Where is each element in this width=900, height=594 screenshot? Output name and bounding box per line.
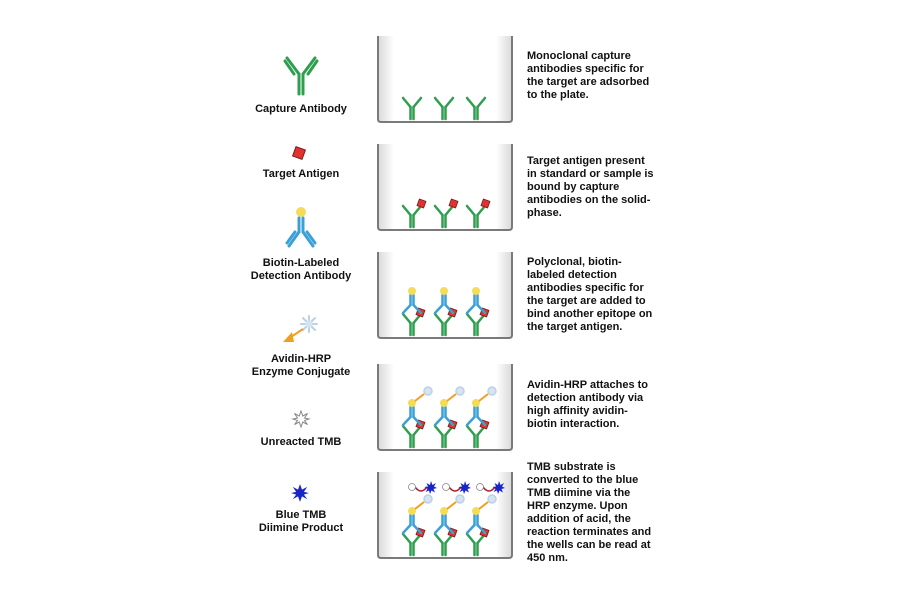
well-step-2	[377, 144, 513, 231]
well-step-1	[377, 36, 513, 123]
legend-capture-antibody-label: Capture Antibody	[255, 103, 347, 115]
step-2-text: Target antigen present in standard or sa…	[527, 155, 654, 219]
legend-blue-tmb-label: Blue TMB Diimine Product	[258, 509, 344, 534]
well-step-5	[377, 472, 513, 559]
step-4-text: Avidin-HRP attaches to detection antibod…	[527, 379, 649, 430]
capture-antibodies	[401, 96, 487, 121]
step-1-text: Monoclonal capture antibodies specific f…	[527, 50, 650, 101]
step-5-text: TMB substrate is converted to the blue T…	[527, 461, 652, 564]
legend-avidin-hrp-label: Avidin-HRP Enzyme Conjugate	[251, 353, 351, 378]
legend-unreacted-tmb-label: Unreacted TMB	[260, 436, 342, 448]
detection-antibody-icon	[285, 207, 317, 248]
step-3-text: Polyclonal, biotin- labeled detection an…	[527, 256, 653, 333]
blue-tmb-icon	[291, 484, 309, 502]
well-step-3	[377, 252, 513, 339]
well-step-4	[377, 364, 513, 451]
legend-target-antigen-label: Target Antigen	[262, 168, 340, 180]
unreacted-tmb-icon	[291, 409, 311, 429]
avidin-hrp-icon	[283, 315, 318, 342]
target-antigen-icon	[291, 145, 307, 161]
legend-detection-antibody-label: Biotin-Labeled Detection Antibody	[250, 257, 352, 282]
capture-antibody-icon	[283, 56, 319, 96]
